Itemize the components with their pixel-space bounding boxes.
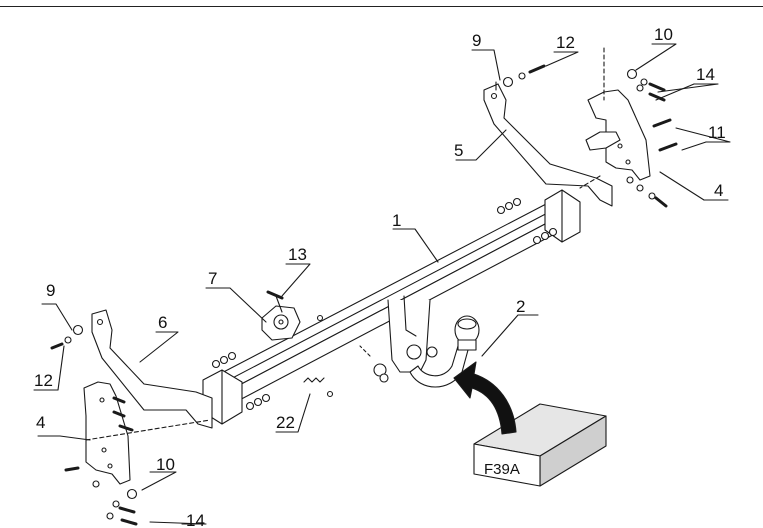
callout-part-1: 1 <box>392 211 401 230</box>
tow-ball-neck <box>359 295 480 388</box>
left-rear-bracket <box>83 381 131 485</box>
callout-part-7: 7 <box>208 269 217 288</box>
callout-part-4-right: 4 <box>714 181 723 200</box>
left-side-bracket <box>91 309 213 429</box>
callout-part-22: 22 <box>276 413 295 432</box>
assembly-arrow <box>453 361 517 435</box>
callout-part-12-left: 12 <box>34 371 53 390</box>
callout-part-10-right: 10 <box>654 25 673 44</box>
callout-part-11: 11 <box>708 123 726 142</box>
callout-part-5: 5 <box>454 141 463 160</box>
top-border-rule <box>0 6 763 7</box>
callout-part-10-left: 10 <box>156 455 175 474</box>
callout-part-14-left: 14 <box>186 511 205 528</box>
callout-part-14-right: 14 <box>696 65 715 84</box>
right-rear-bracket <box>579 47 651 189</box>
electrical-socket-bracket <box>261 295 301 341</box>
callout-part-12-right: 12 <box>556 33 575 52</box>
callout-part-2: 2 <box>516 297 525 316</box>
callout-part-4-left: 4 <box>36 413 45 432</box>
package-label: F39A <box>484 461 520 478</box>
wiring-kit-package <box>473 403 607 487</box>
callout-part-9-right: 9 <box>472 31 481 50</box>
callout-part-6: 6 <box>158 313 167 332</box>
callout-part-9-left: 9 <box>46 281 55 300</box>
fasteners <box>50 64 678 526</box>
callout-part-13: 13 <box>288 245 307 264</box>
leader-lines <box>33 43 731 525</box>
callout-labels: 1 2 4 4 5 6 7 9 9 10 10 11 12 12 13 14 1… <box>34 25 726 528</box>
